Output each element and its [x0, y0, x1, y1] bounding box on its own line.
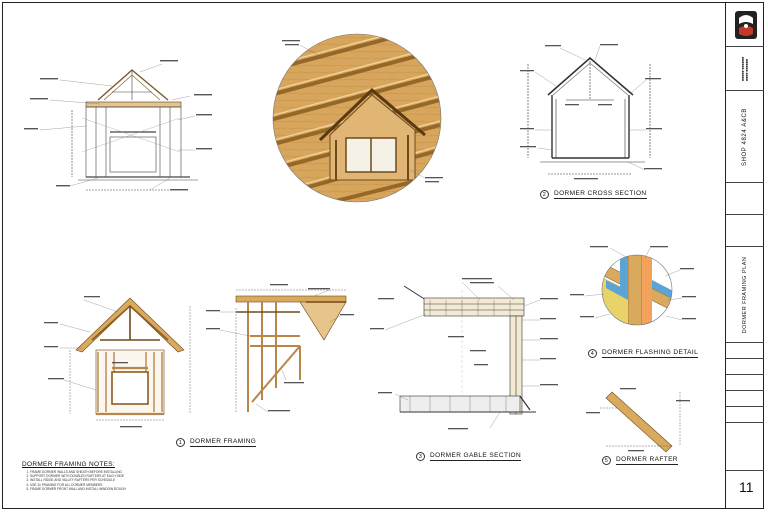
rev-row-3 [726, 375, 764, 391]
sheet-title-cell: DORMER FRAMING PLAN [726, 247, 764, 343]
top-left-framing-elevation [71, 69, 198, 191]
framing-notes: DORMER FRAMING NOTES: FRAME DORMER WALLS… [22, 461, 192, 491]
sheet-number: 11 [739, 479, 754, 495]
rev-row-4 [726, 391, 764, 407]
project-cell: SHOP 4824 A&CB [726, 91, 764, 183]
view-title: DORMER CROSS SECTION [554, 190, 647, 199]
cross-section-callouts [534, 45, 647, 171]
designer-cell: ■■■■■ ■■■■■■■■■■ ■■■■■■ [726, 47, 764, 91]
logo-cell [726, 3, 764, 47]
note-item: INSTALL RIDGE AND VALLEY RAFTERS PER SCH… [30, 478, 192, 482]
date-cell [726, 183, 764, 215]
rev-row-5 [726, 407, 764, 423]
scale-cell [726, 423, 764, 471]
note-item: FRAME DORMER FRONT WALL AND INSTALL WIND… [30, 487, 192, 491]
caption-dormer-rafter: 5 DORMER RAFTER [602, 456, 678, 465]
view-number: 2 [540, 190, 549, 199]
view-number: 5 [602, 456, 611, 465]
note-item: FRAME DORMER WALLS AND SHEATH BEFORE INS… [30, 470, 192, 474]
cross-section-drawing [527, 56, 651, 175]
rev-row-1 [726, 343, 764, 359]
title-block: ■■■■■ ■■■■■■■■■■ ■■■■■■ SHOP 4824 A&CB D… [725, 3, 764, 508]
company-logo-icon [735, 11, 757, 39]
render-callouts [299, 44, 426, 179]
flashing-detail-drawing [570, 246, 696, 326]
view-title: DORMER GABLE SECTION [430, 452, 522, 461]
view-title: DORMER FLASHING DETAIL [602, 349, 699, 358]
notes-list: FRAME DORMER WALLS AND SHEATH BEFORE INS… [22, 470, 192, 491]
caption-dormer-flashing-detail: 4 DORMER FLASHING DETAIL [588, 349, 699, 358]
rev-row-2 [726, 359, 764, 375]
dormer-framing-front [69, 297, 191, 421]
note-item: USE 2x FRAMING FOR ALL DORMER MEMBERS [30, 483, 192, 487]
notes-title: DORMER FRAMING NOTES: [22, 461, 115, 468]
caption-dormer-framing: 1 DORMER FRAMING [176, 438, 257, 447]
note-item: SUPPORT DORMER WITH DOUBLED RAFTERS AT E… [30, 474, 192, 478]
rafter-drawing [600, 391, 681, 453]
dormer-3d-render [273, 34, 441, 202]
view-title: DORMER FRAMING [190, 438, 257, 447]
top-left-callouts [39, 63, 196, 191]
project-name: SHOP 4824 A&CB [742, 107, 748, 166]
top-left-callout-dashes [24, 60, 212, 191]
revision-cell [726, 215, 764, 247]
sheet-title: DORMER FRAMING PLAN [742, 256, 748, 333]
view-number: 4 [588, 349, 597, 358]
designer-info: ■■■■■ ■■■■■■■■■■ ■■■■■■ [741, 56, 749, 81]
caption-dormer-cross-section: 2 DORMER CROSS SECTION [540, 190, 647, 199]
view-number: 3 [416, 452, 425, 461]
caption-dormer-gable-section: 3 DORMER GABLE SECTION [416, 452, 522, 461]
dormer-framing-side [235, 289, 347, 412]
gable-section-drawing [399, 285, 536, 415]
view-title: DORMER RAFTER [616, 456, 678, 465]
view-number: 1 [176, 438, 185, 447]
